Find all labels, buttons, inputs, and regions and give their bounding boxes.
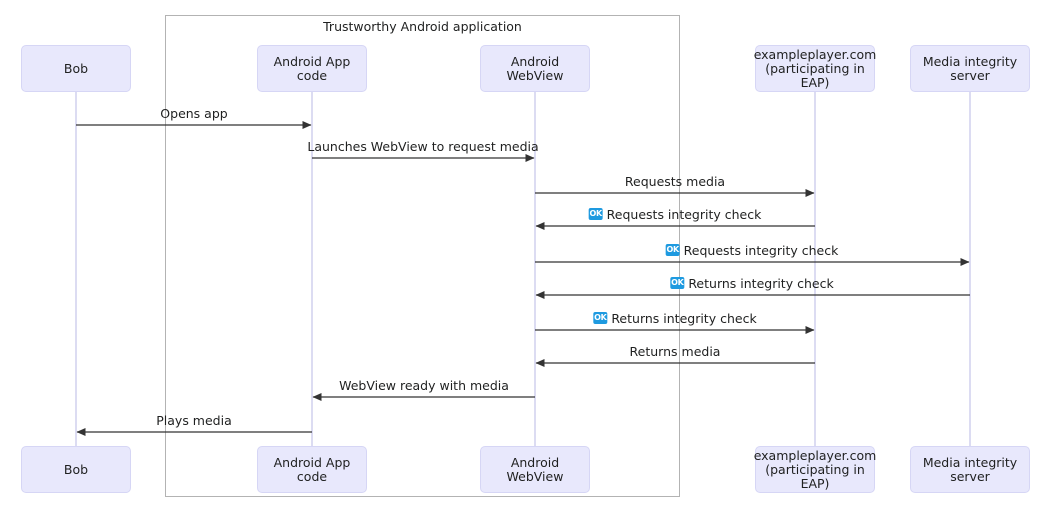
actor-label: Android WebView [506,53,564,83]
actor-box-media-integrity-server-bottom[interactable]: Media integrity server [910,446,1030,493]
actor-box-android-webview-bottom[interactable]: Android WebView [480,446,590,493]
message-text: Returns media [629,344,721,359]
message-label-8: Returns media [630,344,721,359]
actor-label: Bob [63,60,89,76]
actor-label: Android App code [273,454,351,484]
group-title: Trustworthy Android application [323,19,522,34]
message-text: WebView ready with media [339,378,509,393]
ok-badge-icon: OK [670,276,685,289]
message-label-9: WebView ready with media [339,378,509,393]
message-label-2: Launches WebView to request media [307,139,538,154]
actor-box-exampleplayer-bottom[interactable]: exampleplayer.com (participating in EAP) [754,446,876,493]
actor-box-android-webview-top[interactable]: Android WebView [480,45,590,92]
message-label-5: OK Requests integrity check [665,243,839,258]
actor-label: Media integrity server [922,454,1018,484]
actor-label: exampleplayer.com (participating in EAP) [753,46,877,90]
message-label-6: OK Returns integrity check [670,276,834,291]
message-text: Requests integrity check [606,207,762,222]
actor-label: Android App code [273,53,351,83]
actor-box-exampleplayer-top[interactable]: exampleplayer.com (participating in EAP) [754,45,876,92]
message-text: Requests integrity check [683,243,839,258]
actor-box-android-app-code-bottom[interactable]: Android App code [257,446,367,493]
actor-label: Android WebView [506,454,564,484]
lifeline-group [75,92,971,446]
actor-box-bob-top[interactable]: Bob [21,45,131,92]
ok-badge-icon: OK [665,243,680,256]
actor-box-android-app-code-top[interactable]: Android App code [257,45,367,92]
actor-label: Media integrity server [922,53,1018,83]
message-arrows [76,121,970,436]
actor-label: exampleplayer.com (participating in EAP) [753,447,877,491]
message-text: Returns integrity check [688,276,834,291]
message-label-1: Opens app [160,106,227,121]
actor-label: Bob [63,461,89,477]
message-text: Launches WebView to request media [307,139,539,154]
message-label-7: OK Returns integrity check [593,311,757,326]
actor-box-media-integrity-server-top[interactable]: Media integrity server [910,45,1030,92]
ok-badge-icon: OK [593,311,608,324]
ok-badge-icon: OK [588,207,603,220]
message-text: Returns integrity check [611,311,757,326]
group-box-trustworthy-android-application [165,15,680,497]
message-label-3: Requests media [625,174,725,189]
message-text: Plays media [156,413,232,428]
message-label-10: Plays media [156,413,232,428]
message-text: Requests media [624,174,726,189]
message-label-4: OK Requests integrity check [588,207,762,222]
message-text: Opens app [160,106,228,121]
actor-box-bob-bottom[interactable]: Bob [21,446,131,493]
